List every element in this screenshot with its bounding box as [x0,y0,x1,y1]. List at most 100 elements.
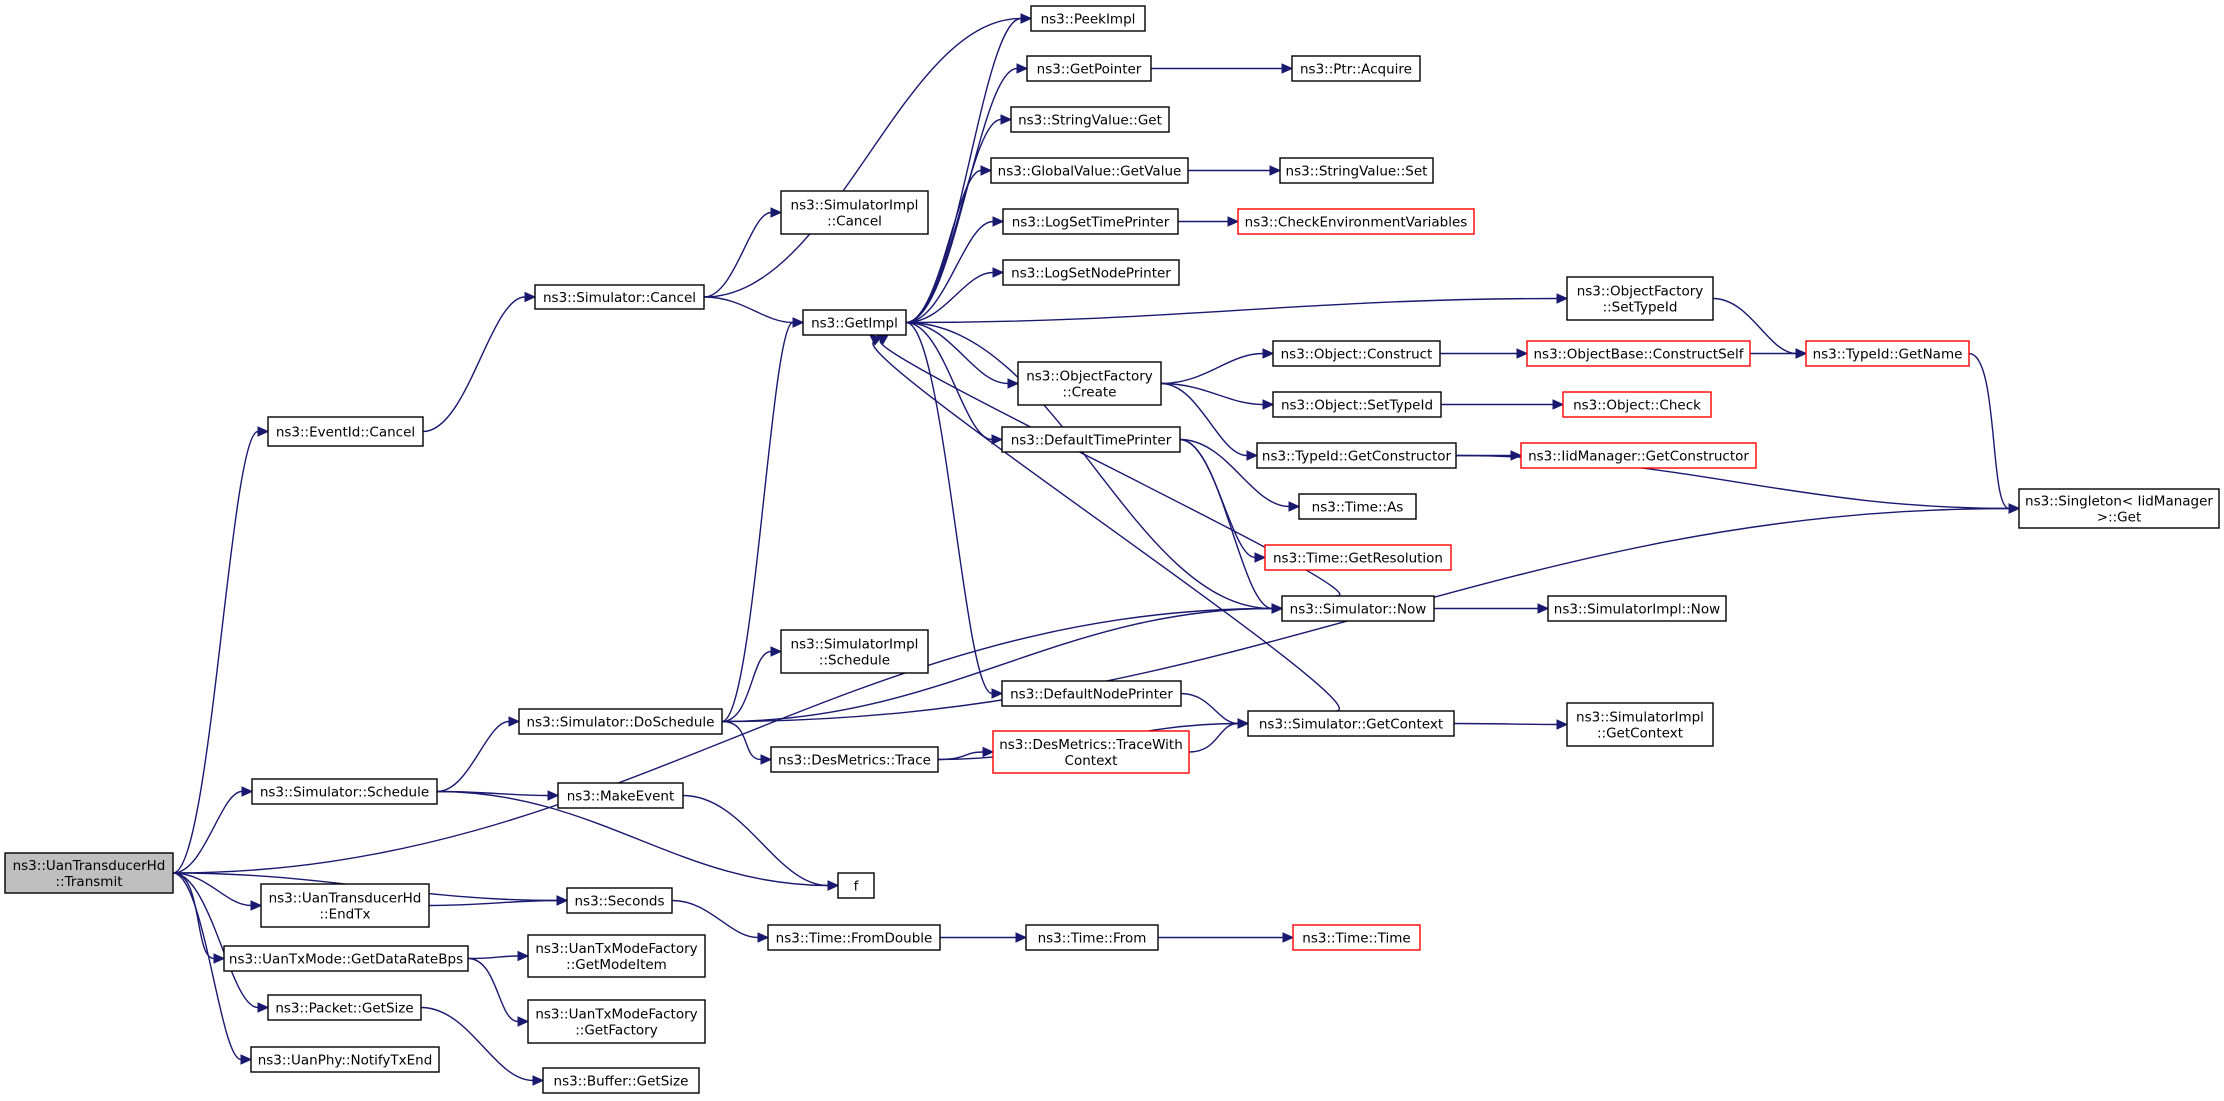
node-label: ns3::Time::From [1038,931,1147,947]
call-edge-transmit-to-uanphy_notifytxend [172,872,253,1065]
node-label: ns3::ObjectFactory [1577,284,1704,300]
call-edge-getimpl-to-objfactory_settypeid [905,293,1569,324]
call-edge-getimpl-to-objfactory_create [905,321,1020,389]
node-getimpl[interactable]: ns3::GetImpl [802,309,907,336]
node-label: ::Create [1063,385,1117,401]
node-label: ns3::UanTxModeFactory [535,941,697,957]
node-uantxmode-getdataratebps[interactable]: ns3::UanTxMode::GetDataRateBps [223,945,469,972]
node-label: ns3::Seconds [575,894,665,910]
node-uantxmodefactory-getfactory[interactable]: ns3::UanTxModeFactory::GetFactory [527,999,706,1044]
node-defaulttimeprinter[interactable]: ns3::DefaultTimePrinter [1001,426,1181,453]
node-label: ::GetFactory [575,1023,657,1039]
node-objfactory-create[interactable]: ns3::ObjectFactory::Create [1017,361,1162,406]
node-box [1291,55,1421,82]
node-box [223,945,469,972]
node-label: ns3::Buffer::GetSize [554,1074,689,1090]
node-logsetnodeprinter[interactable]: ns3::LogSetNodePrinter [1002,259,1180,286]
node-box [566,887,673,914]
node-label: ns3::Packet::GetSize [275,1001,413,1017]
node-label: ns3::Simulator::DoSchedule [527,715,715,731]
node-label: ns3::StringValue::Set [1286,164,1428,180]
node-label: ns3::GetImpl [811,316,898,332]
node-label: ns3::IidManager::GetConstructor [1528,449,1749,465]
call-edge-transmit-to-uantransducerhd_endtx [172,872,263,911]
call-edge-logsettimeprinter-to-checkenv [1178,216,1240,227]
node-label: f [854,879,860,895]
call-edge-sim_schedule-to-sim_doschedule [436,716,521,793]
node-label: ns3::Object::SetTypeId [1281,398,1433,414]
node-iidmanager-getconstructor[interactable]: ns3::IidManager::GetConstructor [1520,442,1757,469]
node-uantransducerhd-endtx[interactable]: ns3::UanTransducerHd::EndTx [260,883,430,928]
node-logsettimeprinter[interactable]: ns3::LogSetTimePrinter [1002,208,1179,235]
call-edge-packet_getsize-to-buffer_getsize [420,1006,545,1086]
node-stringvalue-set[interactable]: ns3::StringValue::Set [1279,157,1434,184]
node-time-fromdouble[interactable]: ns3::Time::FromDouble [767,924,941,951]
node-label: ns3::UanPhy::NotifyTxEnd [258,1053,433,1069]
node-getpointer[interactable]: ns3::GetPointer [1026,55,1152,82]
node-desmetrics-trace[interactable]: ns3::DesMetrics::Trace [770,746,939,773]
node-box [1264,544,1452,571]
node-typeid-getconstructor[interactable]: ns3::TypeId::GetConstructor [1256,442,1457,469]
node-box [1026,55,1152,82]
node-buffer-getsize[interactable]: ns3::Buffer::GetSize [542,1067,700,1094]
call-edge-sim_getcontext-to-getimpl [869,334,1340,712]
node-singleton-get[interactable]: ns3::Singleton< IidManager>::Get [2018,488,2220,529]
call-edge-globalvalue_getvalue-to-stringvalue_set [1187,165,1282,176]
node-sim-doschedule[interactable]: ns3::Simulator::DoSchedule [518,708,723,735]
node-uanphy-notifytxend[interactable]: ns3::UanPhy::NotifyTxEnd [250,1046,440,1073]
node-simimpl-cancel[interactable]: ns3::SimulatorImpl::Cancel [780,190,929,235]
node-simimpl-schedule[interactable]: ns3::SimulatorImpl::Schedule [780,629,929,674]
node-eventid-cancel[interactable]: ns3::EventId::Cancel [267,416,424,447]
node-sim-cancel[interactable]: ns3::Simulator::Cancel [534,284,705,310]
node-object-settypeid[interactable]: ns3::Object::SetTypeId [1272,391,1442,418]
node-box [802,309,907,336]
node-box [1547,595,1727,622]
node-packet-getsize[interactable]: ns3::Packet::GetSize [267,994,422,1021]
node-box [250,1046,440,1073]
node-box [1030,5,1146,32]
node-label: ns3::DesMetrics::Trace [778,753,931,769]
node-sim-now[interactable]: ns3::Simulator::Now [1281,595,1435,622]
call-edge-sim_doschedule-to-simimpl_schedule [721,646,783,723]
node-simimpl-getcontext[interactable]: ns3::SimulatorImpl::GetContext [1566,702,1714,747]
node-time-time[interactable]: ns3::Time::Time [1292,924,1421,951]
call-edge-uantxmode_getdataratebps-to-uantxmodefactory_getmodeitem [467,950,530,962]
node-objfactory-settypeid[interactable]: ns3::ObjectFactory::SetTypeId [1566,276,1714,321]
node-makeevent[interactable]: ns3::MakeEvent [557,782,684,809]
node-typeid-getname[interactable]: ns3::TypeId::GetName [1805,340,1970,367]
node-label: ns3::LogSetTimePrinter [1012,215,1170,231]
call-edge-defaulttimeprinter-to-time_as [1179,438,1301,512]
call-edge-objfactory_create-to-object_settypeid [1160,382,1275,410]
call-edge-eventid_cancel-to-sim_cancel [422,291,537,433]
node-label: ::Transmit [56,874,123,890]
node-time-as[interactable]: ns3::Time::As [1298,493,1417,520]
call-edge-transmit-to-sim_schedule [172,786,254,874]
node-object-check[interactable]: ns3::Object::Check [1562,391,1712,418]
node-time-from[interactable]: ns3::Time::From [1025,924,1159,951]
node-box [1001,426,1181,453]
node-sim-schedule[interactable]: ns3::Simulator::Schedule [251,778,438,805]
node-checkenv[interactable]: ns3::CheckEnvironmentVariables [1237,208,1475,235]
node-sim-getcontext[interactable]: ns3::Simulator::GetContext [1247,710,1455,737]
call-nodes: ns3::UanTransducerHd::Transmitns3::Event… [4,5,2220,1094]
node-stringvalue-get[interactable]: ns3::StringValue::Get [1010,106,1170,133]
node-peekimpl[interactable]: ns3::PeekImpl [1030,5,1146,32]
node-label: ns3::Simulator::GetContext [1259,717,1443,733]
call-edge-uantxmode_getdataratebps-to-uantxmodefactory_getfactory [467,957,530,1027]
node-box [770,746,939,773]
node-defaultnodeprinter[interactable]: ns3::DefaultNodePrinter [1001,680,1182,707]
node-label: ns3::PeekImpl [1041,12,1136,28]
node-uantxmodefactory-getmodeitem[interactable]: ns3::UanTxModeFactory::GetModeItem [527,934,706,978]
node-ptr-acquire[interactable]: ns3::Ptr::Acquire [1291,55,1421,82]
node-label: ns3::Ptr::Acquire [1300,62,1412,78]
node-seconds[interactable]: ns3::Seconds [566,887,673,914]
node-globalvalue-getvalue[interactable]: ns3::GlobalValue::GetValue [990,157,1189,184]
node-object-construct[interactable]: ns3::Object::Construct [1272,340,1441,367]
node-objectbase-constructself[interactable]: ns3::ObjectBase::ConstructSelf [1526,340,1751,367]
node-time-getresolution[interactable]: ns3::Time::GetResolution [1264,544,1452,571]
node-simimpl-now[interactable]: ns3::SimulatorImpl::Now [1547,595,1727,622]
node-label: ::Schedule [819,653,890,669]
node-f[interactable]: f [837,872,875,899]
